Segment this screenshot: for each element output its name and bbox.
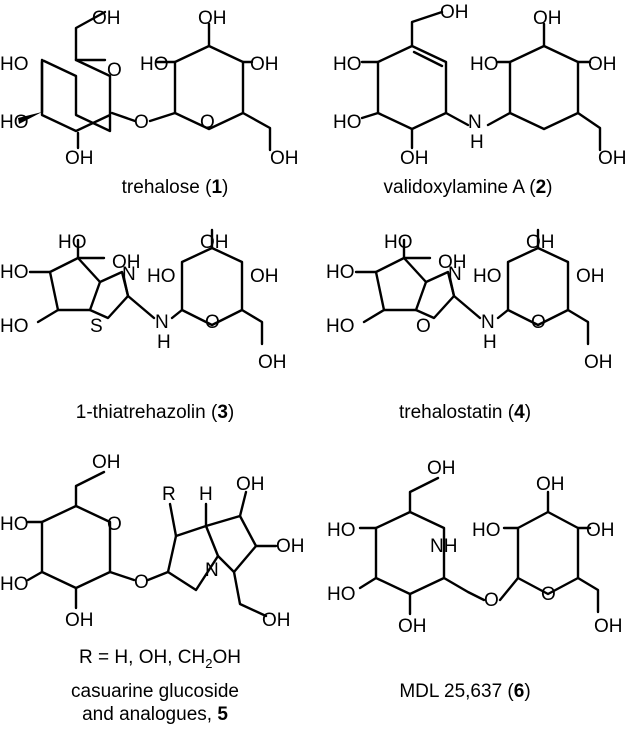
atom-oh: OH (200, 232, 229, 253)
atom-ho: HO (0, 514, 29, 535)
atom-o: O (484, 590, 499, 611)
structure-thiatrehazolin (28, 228, 264, 346)
atom-n: N (468, 112, 482, 133)
atom-n: N (122, 264, 136, 285)
atom-o: O (200, 112, 215, 133)
atom-oh: OH (270, 148, 299, 169)
atom-oh: OH (112, 252, 141, 273)
atom-o: O (416, 316, 431, 337)
atom-ho: HO (327, 584, 356, 605)
r-group-definition: R = H, OH, CH2OH (79, 647, 241, 671)
caption-validoxylamine: validoxylamine A (2) (384, 177, 553, 198)
atom-h: H (483, 332, 497, 353)
atom-h: H (470, 132, 484, 153)
atom-oh: OH (427, 458, 456, 479)
caption-casuarine-line1: casuarine glucoside (71, 681, 239, 702)
atom-oh: OH (588, 54, 617, 75)
atom-oh: OH (250, 266, 279, 287)
atom-s: S (90, 316, 103, 337)
caption-trehalose: trehalose (1) (122, 177, 229, 198)
atom-oh: OH (250, 54, 279, 75)
atom-ho: HO (327, 520, 356, 541)
atom-ho: HO (58, 232, 87, 253)
atom-ho: HO (326, 316, 355, 337)
atom-oh: OH (584, 352, 613, 373)
atom-ho: HO (333, 54, 362, 75)
atom-o: O (205, 312, 220, 333)
caption-trehalostatin: trehalostatin (4) (399, 402, 531, 423)
atom-oh: OH (594, 616, 623, 637)
structure-casuarine-glucoside (26, 470, 278, 618)
atom-r: R (162, 484, 176, 505)
structure-trehalose (18, 10, 272, 152)
atom-oh: OH (440, 2, 469, 23)
caption-thiatrehazolin: 1-thiatrehazolin (3) (76, 402, 234, 423)
atom-o: O (107, 60, 122, 81)
atom-ho: HO (333, 112, 362, 133)
atom-oh: OH (400, 148, 429, 169)
structure-validoxylamine (360, 10, 602, 152)
atom-oh: OH (262, 610, 291, 631)
atom-o: O (134, 572, 149, 593)
atom-h: H (157, 332, 171, 353)
structure-trehalostatin (354, 228, 590, 346)
atom-ho: HO (0, 54, 29, 75)
atom-oh: OH (276, 536, 305, 557)
atom-oh: OH (236, 474, 265, 495)
atom-oh: OH (576, 266, 605, 287)
atom-oh: OH (438, 252, 467, 273)
caption-casuarine-line2: and analogues, 5 (82, 704, 228, 725)
atom-oh: OH (92, 452, 121, 473)
atom-oh: OH (92, 8, 121, 29)
atom-oh: OH (398, 616, 427, 637)
atom-oh: OH (65, 148, 94, 169)
atom-ho: HO (147, 266, 176, 287)
wedge-bond (18, 112, 42, 124)
atom-ho: HO (384, 232, 413, 253)
atom-nh: NH (430, 536, 457, 557)
atom-oh: OH (586, 520, 615, 541)
atom-o: O (541, 584, 556, 605)
atom-ho: HO (326, 262, 355, 283)
atom-ho: HO (0, 112, 29, 133)
caption-mdl-25637: MDL 25,637 (6) (399, 681, 530, 702)
atom-ho: HO (0, 316, 29, 337)
atom-ho: HO (0, 574, 29, 595)
atom-ho: HO (0, 262, 29, 283)
atom-n: N (205, 560, 219, 581)
atom-ho: HO (470, 54, 499, 75)
atom-oh: OH (526, 232, 555, 253)
atom-n: N (155, 312, 169, 333)
atom-oh: OH (198, 8, 227, 29)
atom-ho: HO (140, 54, 169, 75)
atom-o: O (134, 112, 149, 133)
structure-mdl-25637 (358, 476, 600, 616)
atom-o: O (107, 514, 122, 535)
atom-oh: OH (533, 8, 562, 29)
atom-oh: OH (65, 610, 94, 631)
atom-oh: OH (258, 352, 287, 373)
atom-n: N (448, 264, 462, 285)
atom-h: H (199, 484, 213, 505)
atom-ho: HO (473, 266, 502, 287)
atom-n: N (481, 312, 495, 333)
atom-oh: OH (598, 148, 627, 169)
atom-ho: HO (472, 520, 501, 541)
atom-o: O (531, 312, 546, 333)
atom-oh: OH (536, 474, 565, 495)
